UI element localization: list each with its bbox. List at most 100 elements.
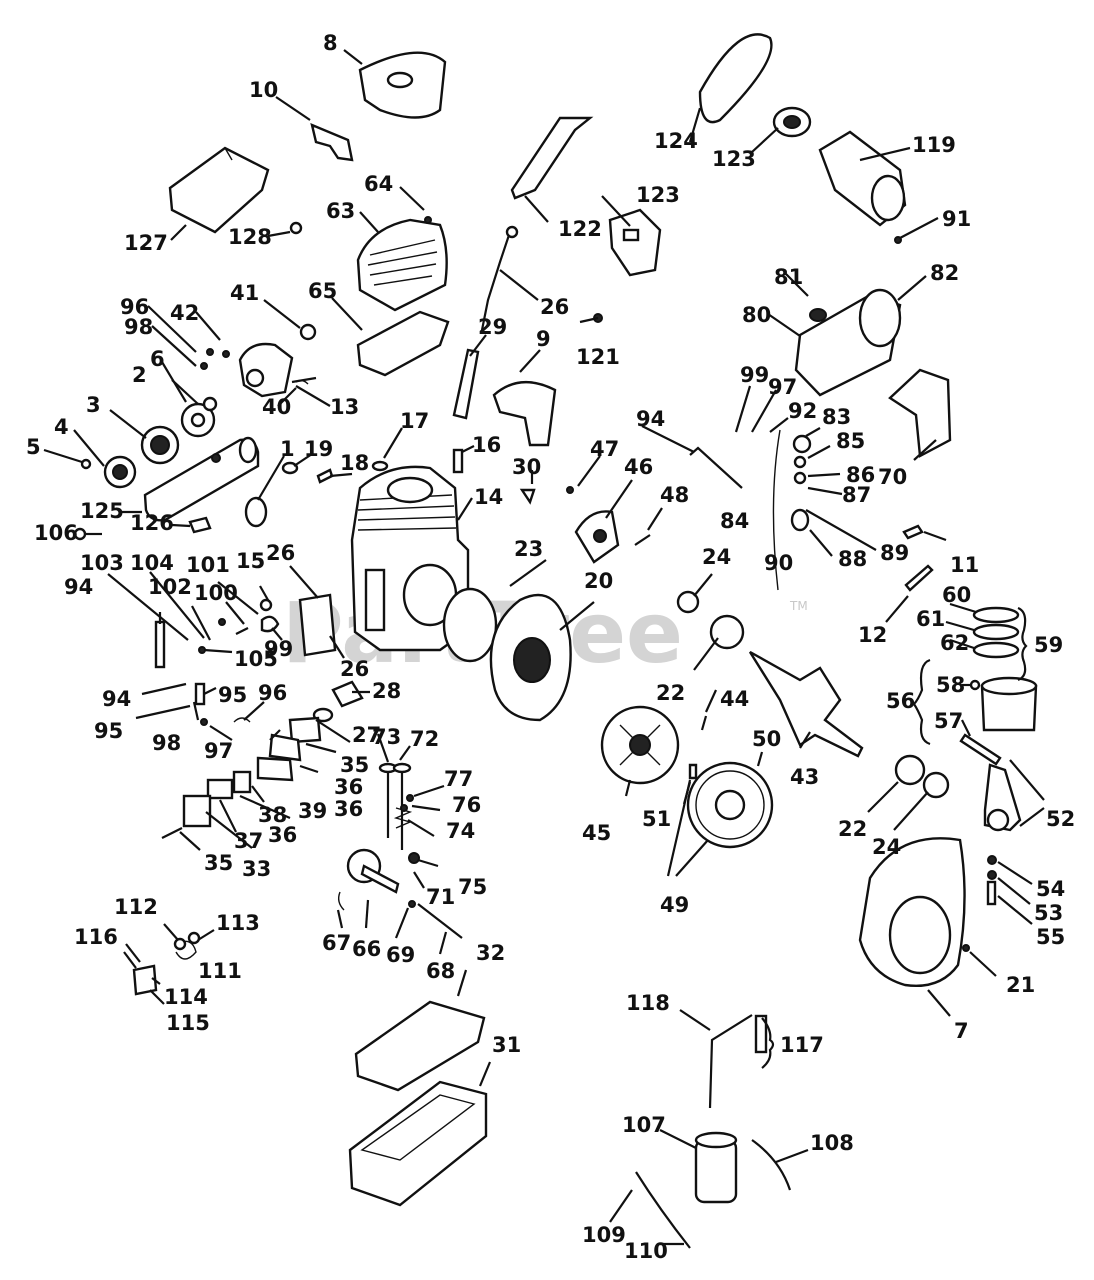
part-45-pin	[222, 350, 230, 358]
callout-43: 40	[262, 395, 291, 419]
part-131-clip	[188, 516, 212, 534]
part-64-ring	[972, 623, 1020, 641]
part-23-seal	[922, 771, 950, 799]
callout-97: 94	[64, 575, 93, 599]
part-54-key	[688, 763, 698, 780]
part-18-stud	[316, 468, 334, 484]
part-69-camshaft	[346, 848, 400, 894]
callout-37: 35	[204, 851, 233, 875]
callout-58: 55	[1036, 925, 1065, 949]
callout-77: 74	[446, 819, 475, 843]
callout-13: 13	[330, 395, 359, 419]
part-106-screw	[235, 627, 249, 635]
callout-71: 68	[426, 959, 455, 983]
part-50-pin	[566, 486, 574, 494]
callout-26: 26	[540, 295, 569, 319]
part-3-ring-gear	[140, 425, 180, 465]
callout-35: 33	[242, 857, 271, 881]
callout-60: 57	[934, 709, 963, 733]
part-16-dowel	[452, 448, 464, 474]
part-44-gasket	[299, 323, 317, 341]
callout-73: 70	[878, 465, 907, 489]
callout-labels: 8 10 127 128 64 63 65 41 42 96 98 6 2 3 …	[26, 31, 1075, 1263]
callout-104: 99	[264, 637, 293, 661]
callout-66: 63	[326, 199, 355, 223]
part-73-bracket	[888, 368, 952, 458]
callout-59: 56	[886, 689, 915, 713]
part-114-lead	[635, 1171, 691, 1249]
callout-68: 65	[308, 279, 337, 303]
part-102-spring	[200, 718, 208, 726]
callout-121: 116	[74, 925, 118, 949]
callout-22b: 22	[838, 817, 867, 841]
callout-25: 24	[702, 545, 731, 569]
callout-56: 53	[1034, 901, 1063, 925]
callout-3: 3	[86, 393, 101, 417]
callout-123: 118	[626, 991, 670, 1015]
part-24-gasket	[442, 587, 498, 663]
part-86-nut	[793, 455, 807, 469]
part-7-shroud	[858, 837, 966, 987]
part-89-spring	[790, 508, 810, 532]
callout-49: 46	[624, 455, 653, 479]
callout-65: 62	[940, 631, 969, 655]
part-4-pinion	[103, 455, 137, 489]
callout-24: 23	[514, 537, 543, 561]
callout-1: 1	[280, 437, 295, 461]
callout-85: 84	[720, 509, 749, 533]
callout-34: 32	[476, 941, 505, 965]
callout-91: 90	[764, 551, 793, 575]
callout-84: 83	[822, 405, 851, 429]
part-14-crankcase	[350, 465, 470, 652]
callout-38: 36	[334, 775, 363, 799]
part-72-plug	[408, 900, 416, 908]
callout-10: 10	[249, 78, 278, 102]
callout-45: 42	[170, 301, 199, 325]
callout-31: 29	[478, 315, 507, 339]
part-80-washer	[406, 794, 414, 802]
callout-57: 54	[1036, 877, 1065, 901]
part-48-flywheel	[600, 705, 680, 785]
part-112-coil	[694, 1131, 738, 1204]
part-22b-bearing	[894, 754, 926, 786]
callout-8: 8	[323, 31, 338, 55]
callout-7: 7	[954, 1019, 969, 1043]
part-79-keeper	[400, 804, 408, 812]
callout-6: 6	[150, 347, 165, 371]
part-43-fuel-pump	[238, 342, 294, 398]
callout-124: 119	[912, 133, 956, 157]
callout-107: 102	[148, 575, 192, 599]
part-39-cover	[256, 756, 294, 782]
callout-19: 19	[304, 437, 333, 461]
callout-2: 2	[132, 363, 147, 387]
part-81-starter-motor	[794, 288, 902, 397]
part-124-starter-generator	[818, 130, 907, 227]
part-32-valve	[519, 488, 536, 505]
part-47-key	[700, 715, 708, 731]
part-96-rod	[689, 446, 743, 489]
callout-81: 80	[742, 303, 771, 327]
callout-90: 89	[880, 541, 909, 565]
callout-106: 101	[186, 553, 230, 577]
callout-29: 27	[352, 723, 381, 747]
callout-36: 35	[340, 753, 369, 777]
callout-55: 52	[1046, 807, 1075, 831]
part-70-pin	[337, 891, 345, 911]
callout-4: 4	[54, 415, 69, 439]
part-123-wire	[708, 1014, 753, 1109]
callout-101: 96	[258, 681, 287, 705]
callout-61: 58	[936, 673, 965, 697]
part-34-gasket	[354, 1000, 486, 1092]
part-117-nut	[173, 937, 187, 951]
part-68-head-gasket	[356, 310, 450, 377]
callout-75: 72	[410, 727, 439, 751]
callout-118: 113	[216, 911, 260, 935]
callout-88: 87	[842, 483, 871, 507]
callout-130: 125	[80, 499, 124, 523]
callout-99: 95	[218, 683, 247, 707]
callout-27: 26	[340, 657, 369, 681]
part-60-pin	[959, 733, 1002, 766]
part-5-retainer	[80, 458, 92, 470]
part-94-screw	[206, 348, 214, 356]
callout-32: 30	[512, 455, 541, 479]
